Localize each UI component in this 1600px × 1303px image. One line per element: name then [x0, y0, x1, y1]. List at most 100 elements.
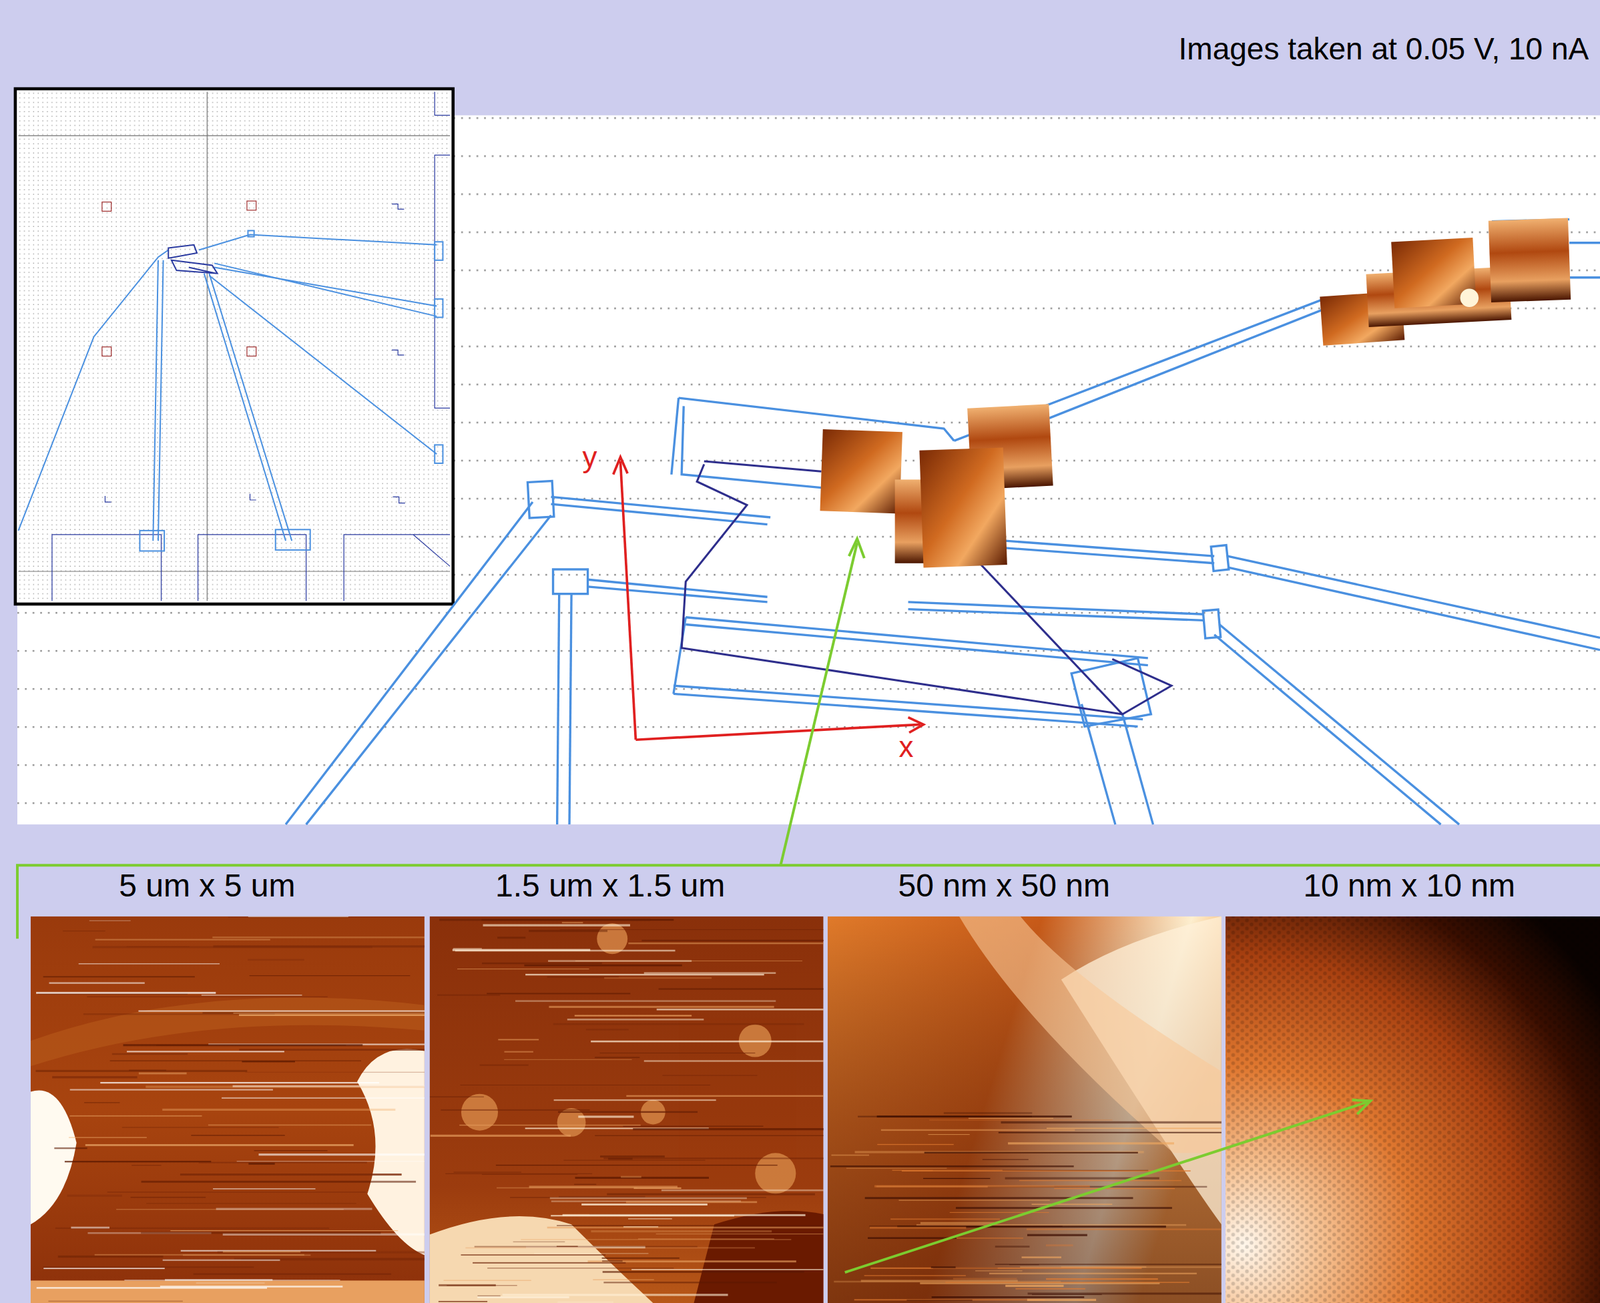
scan-streak — [562, 921, 583, 924]
scan-streak — [112, 1053, 188, 1055]
scan-streak — [620, 1176, 642, 1179]
scan-streak — [898, 1199, 1050, 1201]
scan-streak — [603, 1281, 777, 1283]
axis-label: y — [582, 440, 598, 474]
scan-streak — [440, 1109, 590, 1111]
scan-streak — [1045, 1244, 1074, 1247]
note-text: Images taken at 0.05 V, 10 nA — [1178, 31, 1590, 67]
scan-streak — [201, 994, 303, 996]
scan-streak — [459, 1124, 641, 1127]
label-box: 1.5 um x 1.5 um — [495, 867, 725, 904]
scan-streak — [563, 1159, 705, 1161]
scan-streak — [644, 1059, 824, 1062]
axis-label: x — [898, 730, 914, 763]
scan-streak — [162, 1259, 281, 1261]
scan-streak — [486, 992, 631, 994]
scan-streak — [193, 1273, 392, 1275]
scan-streak — [180, 1173, 402, 1176]
scan-streak — [590, 1040, 824, 1043]
scan-streak — [945, 1281, 1190, 1283]
scan-streak — [1027, 1234, 1088, 1237]
scan-streak — [602, 1260, 623, 1262]
scan-streak — [43, 1266, 255, 1268]
scan-streak — [550, 1197, 747, 1200]
scan-streak — [975, 1270, 1022, 1271]
scan-streak — [477, 1296, 570, 1299]
scan-streak — [953, 1277, 1018, 1279]
scan-streak — [901, 1170, 1191, 1172]
scan-streak — [968, 1118, 1054, 1120]
scan-streak — [465, 1246, 755, 1249]
scan-streak — [70, 1088, 274, 1091]
scan-streak — [574, 1014, 692, 1016]
scan-streak — [64, 1160, 211, 1163]
scan-streak — [550, 1214, 735, 1217]
scan-streak — [196, 1282, 265, 1283]
scan-streak — [54, 1147, 87, 1149]
scan-streak — [497, 1039, 539, 1041]
scan-streak — [36, 991, 216, 994]
label-box: 50 nm x 50 nm — [897, 867, 1110, 904]
scan-streak — [62, 930, 106, 932]
scan-streak — [581, 1203, 708, 1206]
scan-streak — [557, 1301, 614, 1303]
scan-streak — [131, 1164, 161, 1166]
scan-streak — [474, 1246, 698, 1248]
scan-streak — [556, 1224, 822, 1226]
scan-streak — [244, 1071, 425, 1073]
scan-streak — [608, 1157, 633, 1160]
scan-streak — [1027, 1292, 1222, 1295]
scan-streak — [452, 949, 591, 952]
scan-streak — [1026, 1228, 1222, 1230]
label-box: x — [898, 730, 914, 764]
scan-streak — [190, 1134, 285, 1137]
scan-streak — [1031, 1203, 1113, 1205]
scan-streak — [982, 1158, 1029, 1160]
scan-streak — [130, 1196, 207, 1199]
scan-streak — [628, 942, 824, 944]
scan-streak — [162, 1108, 396, 1111]
scan-streak — [86, 996, 328, 998]
scan-streak — [445, 1173, 593, 1175]
scan-streak — [995, 1245, 1030, 1248]
scan-streak — [661, 1189, 824, 1192]
scan-streak — [603, 1157, 824, 1159]
scan-streak — [606, 1193, 816, 1196]
scan-streak — [430, 1134, 571, 1137]
scan-streak — [232, 1012, 424, 1014]
scan-streak — [85, 1144, 354, 1147]
scan-streak — [208, 1124, 372, 1126]
label-box: 10 nm x 10 nm — [1302, 867, 1515, 904]
scan-streak — [437, 994, 500, 996]
scan-streak — [924, 1152, 1139, 1154]
scan-streak — [867, 1236, 957, 1239]
scan-streak — [1019, 1180, 1182, 1182]
scan-streak — [658, 987, 824, 990]
scan-streak — [830, 1165, 1075, 1168]
scan-streak — [594, 1056, 640, 1058]
scan-streak — [43, 1267, 165, 1269]
scan-streak — [881, 1129, 1075, 1131]
scan-streak — [567, 1018, 705, 1021]
scan-streak — [503, 1058, 632, 1060]
scan-streak — [479, 1064, 529, 1066]
scan-streak — [604, 977, 712, 979]
scan-streak — [575, 1176, 709, 1179]
scan-streak — [554, 1099, 717, 1101]
scan-streak — [164, 1278, 273, 1281]
scan-streak — [600, 1155, 665, 1158]
scan-streak — [52, 1076, 137, 1079]
scan-streak — [548, 1005, 774, 1008]
scan-streak — [443, 1279, 532, 1281]
scan-streak — [989, 1272, 1197, 1275]
scale-label: 10 nm x 10 nm — [1302, 867, 1515, 904]
scan-streak — [429, 1096, 484, 1098]
scan-streak — [590, 1230, 772, 1233]
scan-streak — [141, 1180, 417, 1183]
scan-streak — [238, 1048, 425, 1051]
scan-streak — [36, 1070, 248, 1073]
scan-streak — [656, 1008, 824, 1011]
scan-streak — [70, 1226, 110, 1229]
scan-streak — [221, 1097, 425, 1099]
scan-streak — [865, 1196, 1134, 1199]
